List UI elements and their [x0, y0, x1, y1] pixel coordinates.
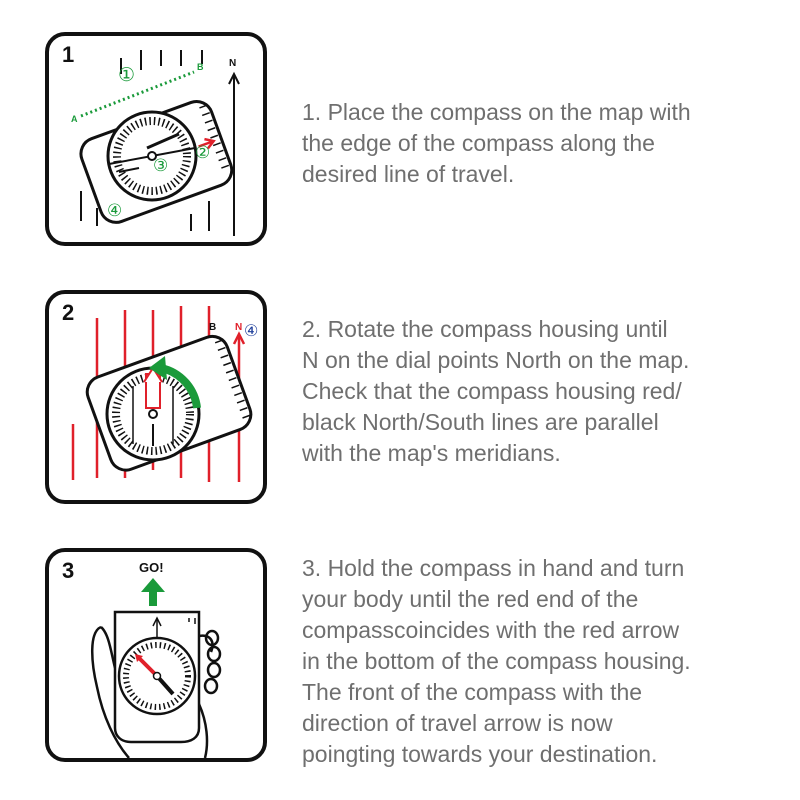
travel-line: [80, 70, 195, 118]
step-2-number: 2: [62, 300, 75, 325]
step-1-illustration: N A B ① ② ③ ④: [71, 50, 240, 236]
caption-line: black North/South lines are parallel: [302, 409, 659, 435]
caption-line: poingting towards your destination.: [302, 741, 658, 767]
caption-line: desired line of travel.: [302, 161, 515, 187]
caption-line: the edge of the compass along the: [302, 130, 655, 156]
go-label: GO!: [139, 560, 164, 575]
caption-line: 2. Rotate the compass housing until: [302, 316, 668, 342]
step-2-panel: B N ④ 2: [45, 290, 267, 504]
compass-housing: [105, 366, 201, 462]
marker-4: ④: [107, 201, 122, 220]
marker-3: ③: [153, 156, 168, 175]
caption-line: 3. Hold the compass in hand and turn: [302, 555, 685, 581]
caption-line: your body until the red end of the: [302, 586, 639, 612]
caption-line: compasscoincides with the red arrow: [302, 617, 680, 643]
caption-line: 1. Place the compass on the map with: [302, 99, 691, 125]
step-1-number: 1: [62, 42, 75, 67]
caption-line: direction of travel arrow is now: [302, 710, 613, 736]
compass-housing: [117, 636, 197, 716]
go-arrow-icon: [141, 578, 165, 606]
step-3-number: 3: [62, 558, 75, 583]
north-arrow-icon: [228, 71, 240, 236]
caption-line: N on the dial points North on the map.: [302, 347, 690, 373]
point-b-label: B: [209, 322, 216, 333]
north-label: N: [229, 58, 236, 69]
step-3-panel: GO!: [45, 548, 267, 762]
marker-1: ①: [118, 65, 135, 86]
caption-line: The front of the compass with the: [302, 679, 643, 705]
compass-housing: [106, 110, 198, 202]
caption-line: Check that the compass housing red/: [302, 378, 682, 404]
map-lines: [80, 50, 210, 231]
north-label: N: [235, 322, 242, 333]
point-b-label: B: [197, 62, 204, 72]
step-3-caption: 3. Hold the compass in hand and turn you…: [302, 553, 772, 770]
step-1-caption: 1. Place the compass on the map with the…: [302, 97, 772, 190]
north-arrow-icon: [232, 331, 246, 345]
step-3-illustration: GO!: [90, 560, 222, 758]
marker-4: ④: [244, 323, 258, 340]
step-2-caption: 2. Rotate the compass housing until N on…: [302, 314, 772, 469]
caption-line: in the bottom of the compass housing.: [302, 648, 691, 674]
marker-2: ②: [195, 143, 210, 162]
point-a-label: A: [71, 114, 78, 124]
caption-line: with the map's meridians.: [302, 440, 561, 466]
rotation-arrow-icon: [149, 356, 201, 409]
step-1-panel: N A B ① ② ③ ④ 1: [45, 32, 267, 246]
step-2-illustration: B N ④: [71, 306, 258, 482]
